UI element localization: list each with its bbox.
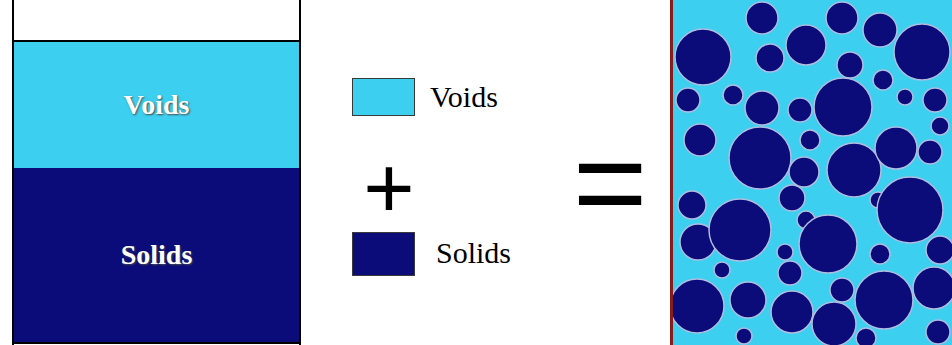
voids-band: Voids xyxy=(14,42,299,168)
band-label: Voids xyxy=(124,89,190,121)
legend-label: Voids xyxy=(430,82,498,112)
container-base xyxy=(13,342,300,344)
plus-sign: + xyxy=(363,144,414,232)
container-wall xyxy=(299,0,301,345)
equals-sign: = xyxy=(573,119,648,247)
band-label: Solids xyxy=(121,239,193,271)
legend-swatch xyxy=(352,78,415,116)
soil-particles xyxy=(672,2,952,345)
legend-label: Solids xyxy=(436,238,511,268)
legend-swatch xyxy=(352,232,415,276)
panel-border xyxy=(670,0,673,345)
solids-band: Solids xyxy=(14,168,299,342)
